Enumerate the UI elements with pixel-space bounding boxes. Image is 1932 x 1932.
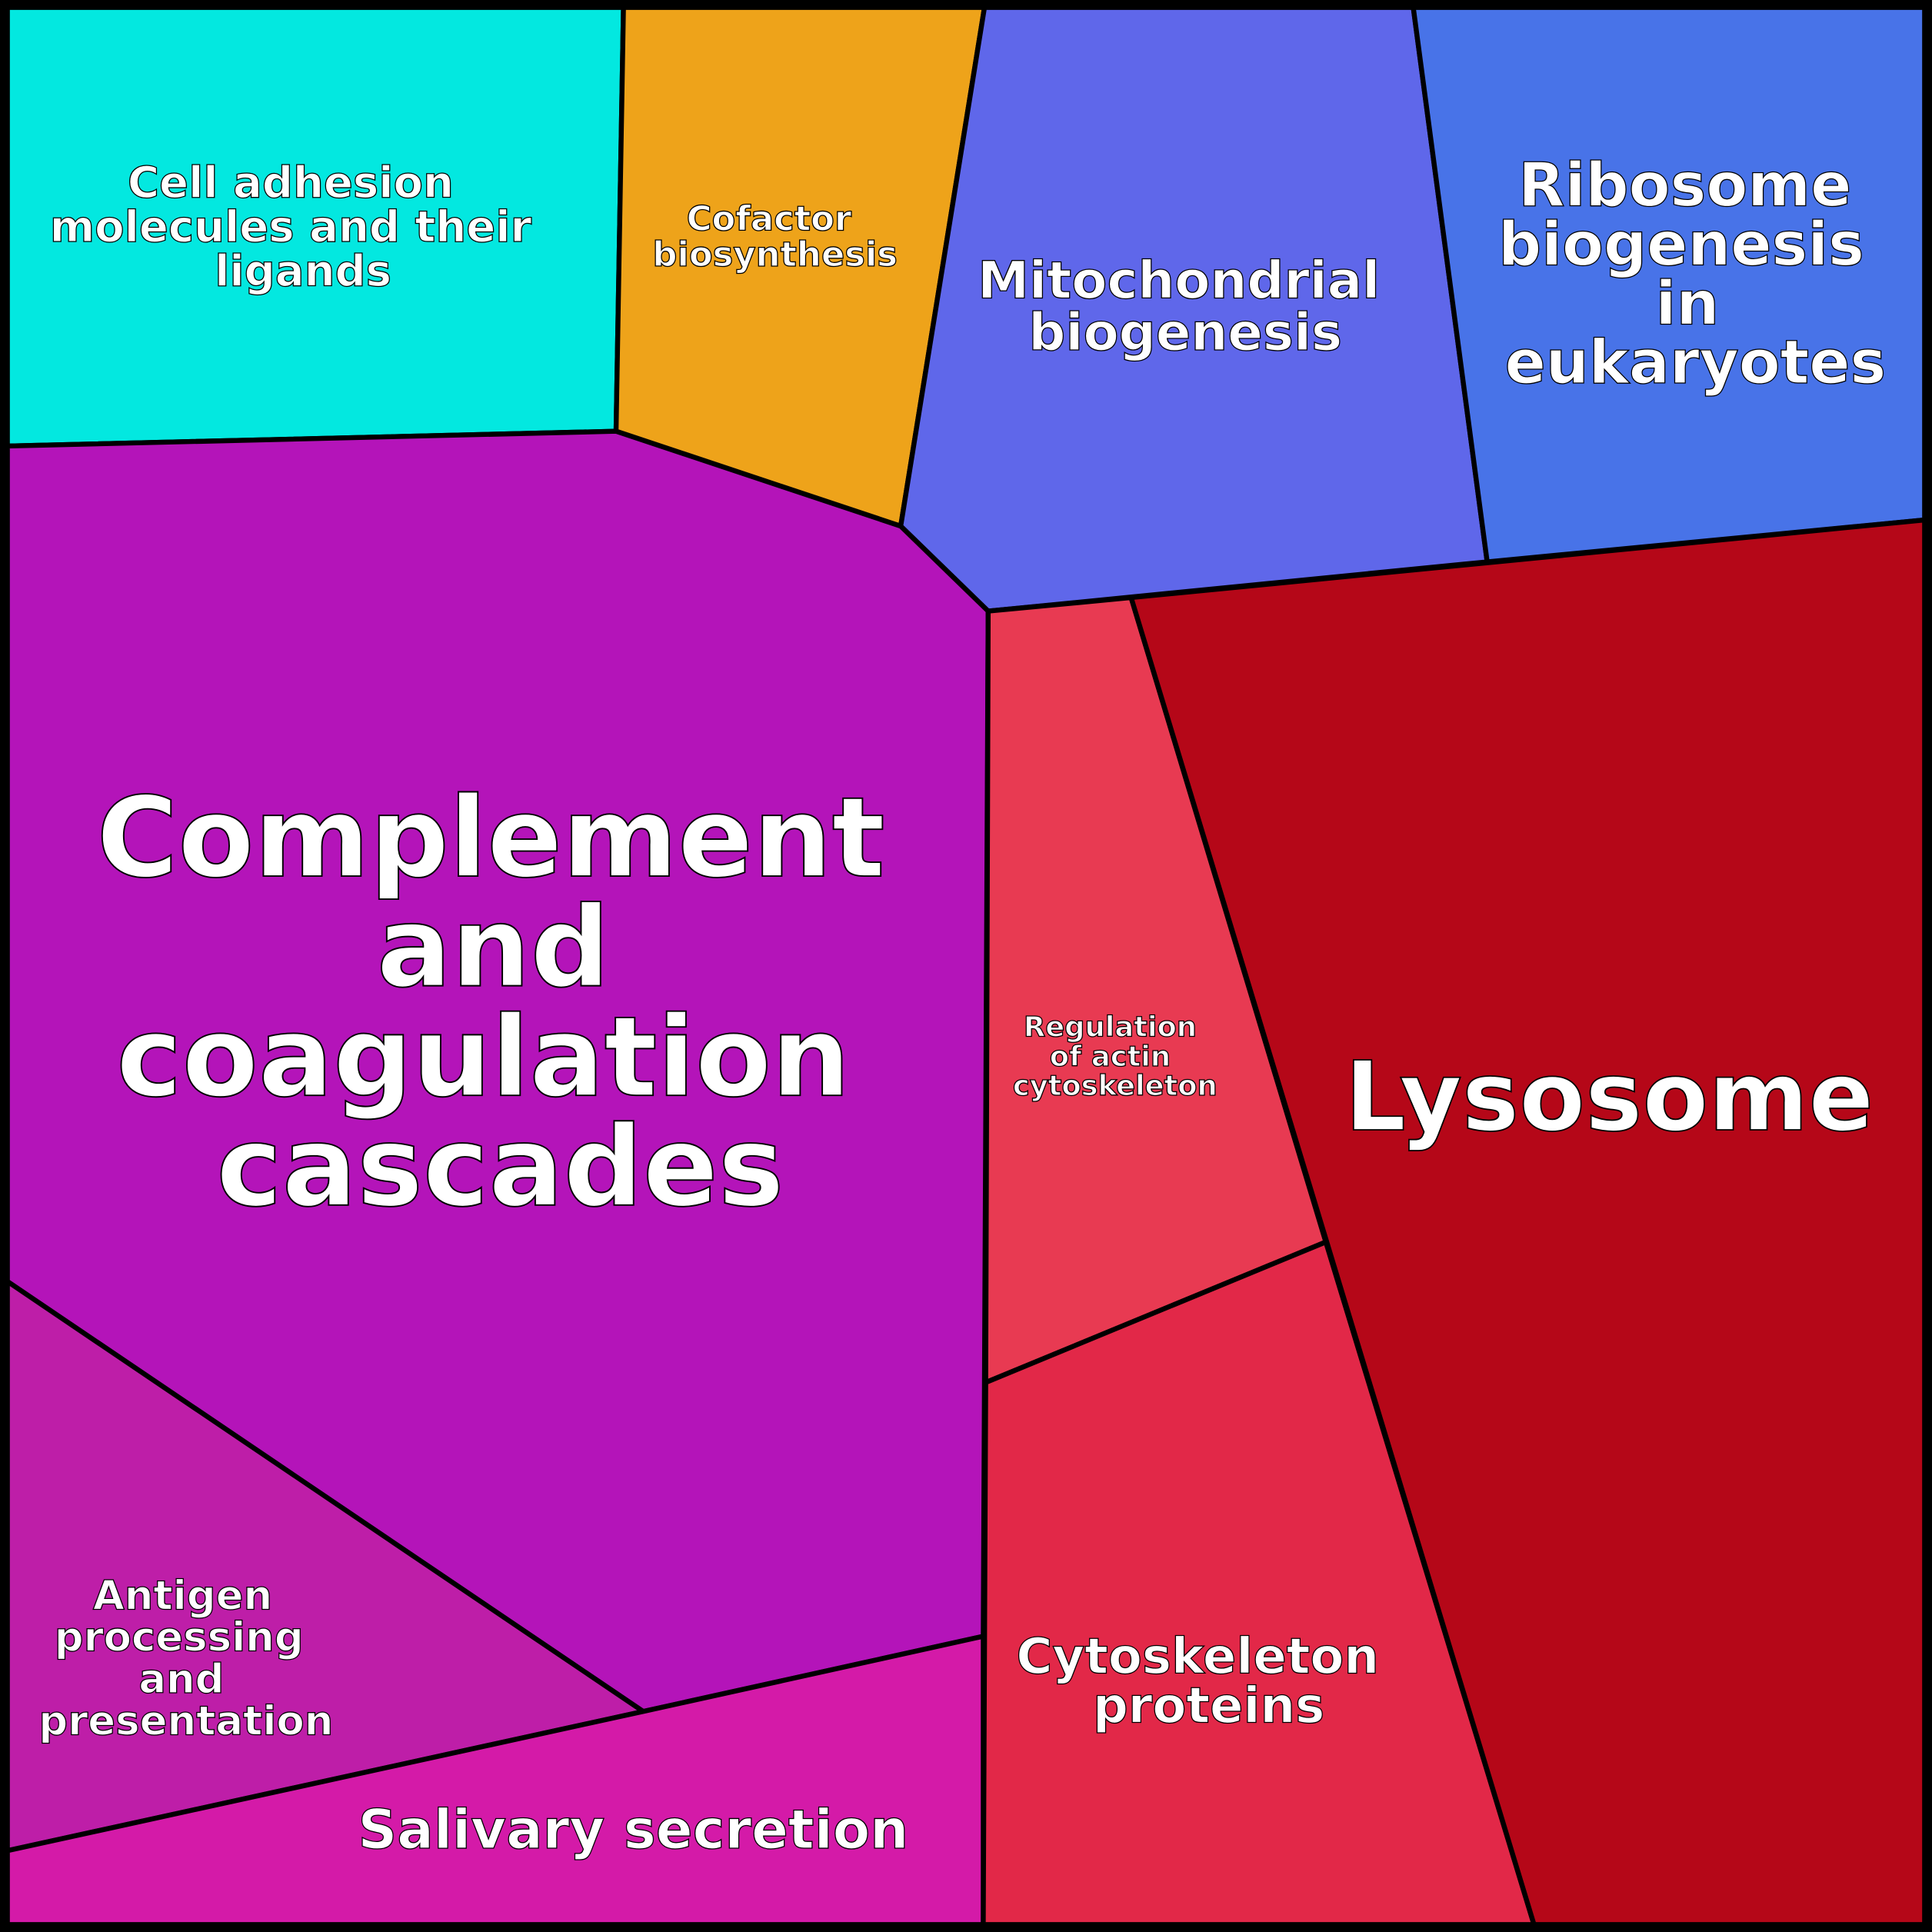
cell-adhesion-label: Cell adhesion molecules and their ligand… bbox=[50, 158, 547, 296]
border-antigen-salivary bbox=[7, 1710, 644, 1852]
salivary-label: Salivary secretion bbox=[358, 1798, 909, 1861]
complement-label: Complement and coagulation cascades bbox=[97, 774, 924, 1232]
lysosome-label: Lysosome bbox=[1344, 1041, 1874, 1153]
antigen-label: Antigen processing and presentation bbox=[38, 1572, 333, 1744]
cofactor-label: Cofactor biosynthesis bbox=[652, 198, 898, 275]
mitochondrial-label: Mitochondrial biogenesis bbox=[978, 251, 1397, 362]
border-mito-ribosome bbox=[1412, 7, 1488, 562]
cytoskeleton-label: Cytoskeleton proteins bbox=[1016, 1629, 1396, 1735]
border-actin-cytoskeleton bbox=[985, 1241, 1327, 1384]
border-complement-antigen bbox=[7, 1281, 644, 1713]
actin-label: Regulation of actin cytoskeleton bbox=[1013, 1010, 1217, 1102]
ribosome-label: Ribosome biogenesis in eukaryotes bbox=[1498, 150, 1886, 398]
border-actin-lysosome bbox=[1129, 597, 1536, 1926]
